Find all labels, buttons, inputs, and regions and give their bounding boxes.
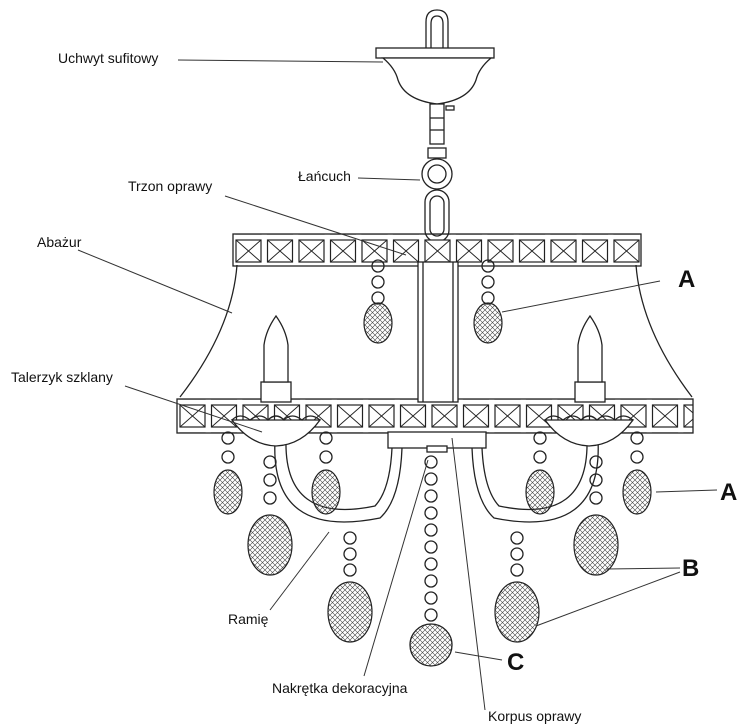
crystal-string-small-2 — [311, 431, 341, 515]
arm-right — [471, 439, 599, 523]
leader-lines — [77, 59, 718, 711]
ceiling-mount — [375, 9, 495, 145]
label-ceiling-mount: Uchwyt sufitowy — [58, 50, 158, 66]
candle-left — [260, 314, 292, 403]
chain — [421, 147, 453, 243]
label-lamp-body: Korpus oprawy — [488, 708, 581, 724]
crystal-string-upper-left — [363, 259, 393, 344]
crystal-string-large-right — [573, 455, 619, 576]
crystal-string-small-4 — [622, 431, 652, 515]
crystal-string-arm-left — [327, 531, 373, 643]
crystal-string-center — [409, 455, 453, 667]
label-glass-plate: Talerzyk szklany — [11, 369, 113, 385]
lamp-body — [387, 431, 487, 453]
label-arm: Ramię — [228, 611, 269, 627]
code-b: B — [682, 555, 699, 582]
crystal-string-upper-right — [473, 259, 503, 344]
code-c: C — [507, 649, 524, 676]
label-chain: Łańcuch — [298, 168, 351, 184]
code-a-upper: A — [678, 266, 695, 293]
crystal-string-small-1 — [213, 431, 243, 515]
glass-plate-right — [543, 415, 635, 447]
glass-plate-left — [230, 415, 322, 447]
label-decorative-nut: Nakrętka dekoracyjna — [272, 680, 408, 696]
stem — [417, 261, 459, 403]
crystal-string-small-3 — [525, 431, 555, 515]
label-stem: Trzon oprawy — [128, 178, 212, 194]
arm-left — [274, 439, 403, 523]
crystal-string-large-left — [247, 455, 293, 576]
label-shade: Abażur — [37, 234, 82, 250]
crystal-string-arm-right — [494, 531, 540, 643]
candle-right — [574, 314, 606, 403]
code-a-lower: A — [720, 479, 737, 506]
